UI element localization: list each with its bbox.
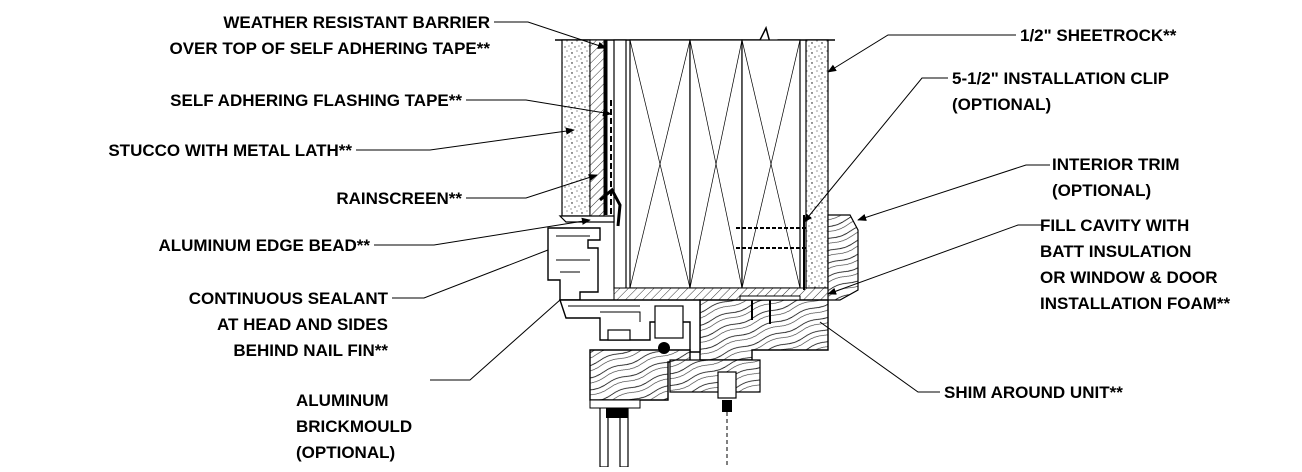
weatherstrip-bulb (658, 342, 670, 354)
brickmould-profile (547, 227, 601, 301)
shim (739, 295, 801, 301)
installation-clip (736, 215, 806, 290)
label-edge-bead: ALUMINUM EDGE BEAD** (158, 236, 370, 255)
sheetrock-layer (805, 39, 829, 289)
leader-edge-bead (374, 217, 591, 246)
label-fill-line1: FILL CAVITY WITH (1040, 216, 1189, 235)
leader-clip (803, 77, 948, 223)
label-sealant-line3: BEHIND NAIL FIN** (233, 341, 388, 360)
interior-trim (827, 214, 859, 301)
leader-interior-trim (857, 164, 1050, 221)
window-unit (547, 227, 829, 468)
leader-sealant (392, 249, 549, 299)
label-brickmould-line3: (OPTIONAL) (296, 443, 395, 462)
leader-stucco (356, 127, 575, 151)
label-fill-line4: INSTALLATION FOAM** (1040, 294, 1231, 313)
label-sealant-line2: AT HEAD AND SIDES (217, 315, 388, 334)
label-clip-line1: 5-1/2" INSTALLATION CLIP (952, 69, 1169, 88)
leader-flashing-tape (466, 99, 612, 117)
labels-right: 1/2" SHEETROCK** 5-1/2" INSTALLATION CLI… (944, 26, 1231, 402)
leader-fill-cavity (827, 224, 1042, 295)
label-brickmould-line2: BRICKMOULD (296, 417, 412, 436)
labels-left: WEATHER RESISTANT BARRIER OVER TOP OF SE… (108, 13, 490, 462)
frame-head (699, 299, 829, 361)
label-trim-line1: INTERIOR TRIM (1052, 155, 1180, 174)
label-sheetrock: 1/2" SHEETROCK** (1020, 26, 1177, 45)
label-shim: SHIM AROUND UNIT** (944, 383, 1123, 402)
stucco-layer (561, 39, 591, 217)
label-fill-line2: BATT INSULATION (1040, 242, 1191, 261)
label-wrb-line1: WEATHER RESISTANT BARRIER (223, 13, 490, 32)
leader-shim (819, 321, 940, 393)
label-flashing-tape: SELF ADHERING FLASHING TAPE** (170, 91, 462, 110)
label-wrb-line2: OVER TOP OF SELF ADHERING TAPE** (169, 39, 490, 58)
edge-bead (558, 215, 615, 223)
leader-wrb (494, 21, 607, 49)
label-sealant-line1: CONTINUOUS SEALANT (189, 289, 389, 308)
rainscreen-layer (589, 39, 605, 217)
label-rainscreen: RAINSCREEN** (336, 189, 462, 208)
label-stucco: STUCCO WITH METAL LATH** (108, 141, 352, 160)
label-brickmould-line1: ALUMINUM (296, 391, 389, 410)
leader-brickmould (430, 299, 561, 381)
label-clip-line2: (OPTIONAL) (952, 95, 1051, 114)
label-trim-line2: (OPTIONAL) (1052, 181, 1151, 200)
leader-lines (356, 21, 1050, 393)
wall-assembly (555, 25, 859, 301)
shade-bracket (717, 371, 737, 399)
label-fill-line3: OR WINDOW & DOOR (1040, 268, 1218, 287)
leader-sheetrock (827, 34, 1016, 73)
sheathing-layer (613, 39, 627, 291)
leader-rainscreen (466, 174, 598, 199)
